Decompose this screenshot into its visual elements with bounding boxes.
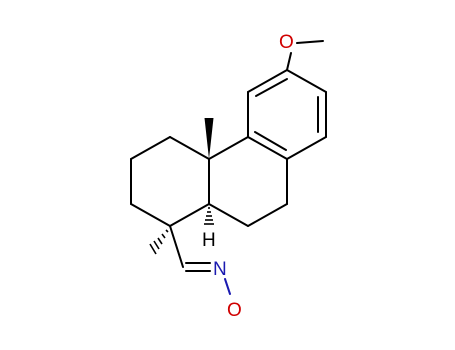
aromatic-bond-3 <box>286 136 327 160</box>
aromatic-ring <box>247 69 327 160</box>
aromatic-bond-4 <box>247 136 288 160</box>
bond-c4-c5 <box>169 203 210 227</box>
bond-c10-c1 <box>169 136 210 160</box>
aromatic-bond-6-inner <box>255 78 288 97</box>
atom-hydrogen-ring-junction: H <box>202 230 216 251</box>
bond-n-o <box>224 278 231 295</box>
methoxy-group: O <box>279 32 324 71</box>
bond-c4-ch <box>169 225 184 268</box>
bond-c6-c7 <box>247 203 288 227</box>
hash-bond-quaternary-methyl <box>149 229 169 255</box>
bond-c3-c4 <box>130 203 171 227</box>
hash-bond-ring-junction-h <box>204 207 214 225</box>
bond-c1-c2 <box>130 136 171 160</box>
saturated-ring <box>130 136 210 227</box>
side-chain <box>169 225 231 295</box>
bond-c5-c6 <box>208 203 249 227</box>
atom-oxygen-methoxy: O <box>279 32 294 53</box>
atom-nitrogen: N <box>213 259 227 280</box>
bond-o-methyl <box>296 40 324 44</box>
bond-c4b-c10 <box>208 136 249 160</box>
aromatic-bond-4-inner <box>254 131 287 151</box>
bond-aryl-o <box>286 52 292 71</box>
aromatic-bond-6 <box>247 69 288 93</box>
atom-oxygen-nitroso: O <box>227 300 242 321</box>
aromatic-bond-1 <box>286 69 327 93</box>
wedge-bond-angular-methyl <box>204 118 214 159</box>
middle-ring <box>208 136 288 227</box>
